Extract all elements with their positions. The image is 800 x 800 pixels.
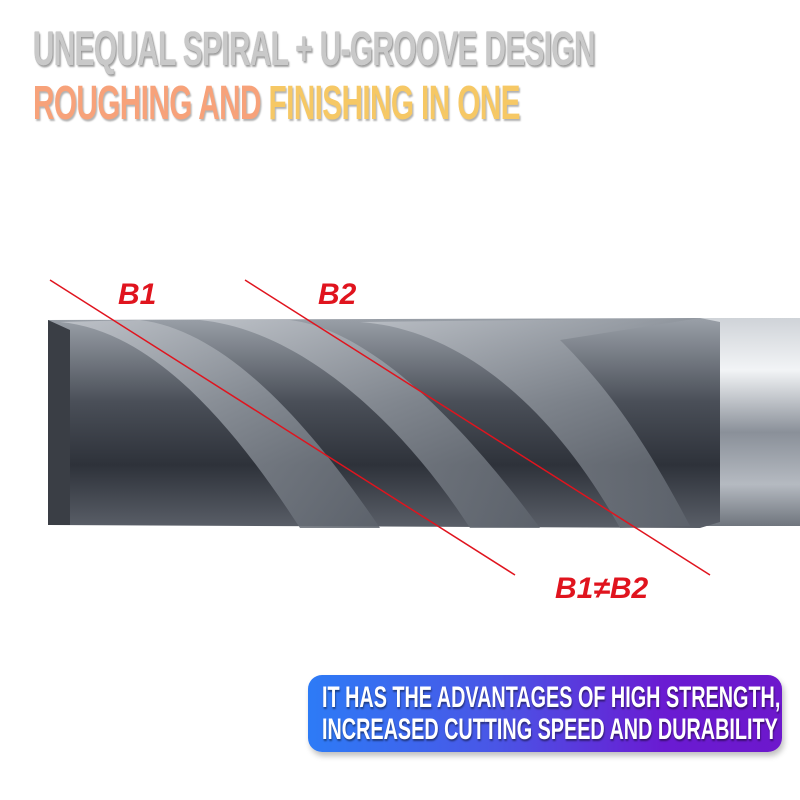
label-b1-not-equal-b2: B1≠B2 bbox=[555, 572, 649, 605]
flute bbox=[360, 318, 700, 528]
headline-roughing: ROUGHING AND bbox=[33, 77, 261, 130]
headline-finishing: FINISHING IN ONE bbox=[260, 77, 521, 130]
headline-line2: ROUGHING AND FINISHING IN ONE bbox=[33, 80, 520, 128]
banner-line1: IT HAS THE ADVANTAGES OF HIGH STRENGTH, bbox=[322, 681, 781, 714]
headline-line1: UNEQUAL SPIRAL + U-GROOVE DESIGN bbox=[33, 23, 596, 76]
label-b2: B2 bbox=[318, 278, 357, 311]
helix-line-b2 bbox=[244, 279, 711, 576]
flute bbox=[60, 320, 380, 528]
label-b1: B1 bbox=[118, 278, 157, 311]
banner-line2: INCREASED CUTTING SPEED AND DURABILITY bbox=[322, 713, 778, 746]
cutter-tip bbox=[48, 320, 70, 525]
helix-line-b1 bbox=[49, 279, 516, 576]
flute bbox=[200, 320, 540, 528]
advantages-banner: IT HAS THE ADVANTAGES OF HIGH STRENGTH, … bbox=[308, 675, 782, 752]
